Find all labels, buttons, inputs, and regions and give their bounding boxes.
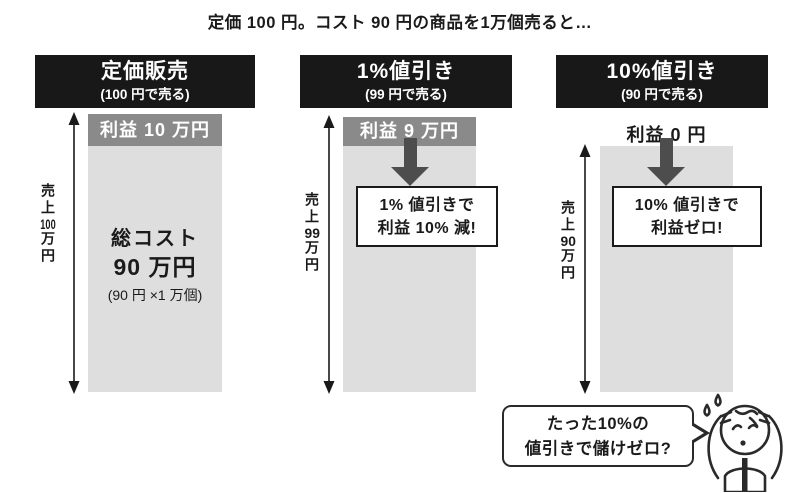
column1-header-subtitle: (100 円で売る) — [100, 87, 190, 102]
column1-sales-bar: 利益 10 万円 総コスト 90 万円 (90 円 ×1 万個) — [88, 114, 222, 392]
column2-callout-line2: 利益 10% 減! — [377, 220, 477, 237]
column3-header-title: 10%値引き — [606, 60, 718, 83]
column3-callout-line2: 利益ゼロ! — [651, 220, 723, 237]
column3-profit-label: 利益 0 円 — [626, 125, 707, 145]
column3-callout: 10% 値引きで 利益ゼロ! — [612, 186, 762, 247]
worried-person-icon — [703, 393, 783, 492]
column2-callout-line1: 1% 値引きで — [379, 197, 475, 214]
column2-profit-band: 利益 9 万円 — [343, 117, 476, 146]
column1-sales-axis-label: 売上100万円 — [40, 183, 56, 265]
column1-header: 定価販売 (100 円で売る) — [35, 55, 255, 108]
column1-header-title: 定価販売 — [101, 60, 189, 83]
column2-callout: 1% 値引きで 利益 10% 減! — [356, 186, 498, 247]
speech-bubble: たった10%の 値引きで儲けゼロ? — [502, 405, 710, 467]
speech-bubble-line1: たった10%の — [546, 415, 650, 433]
column1-cost-block: 総コスト 90 万円 (90 円 ×1 万個) — [88, 226, 222, 306]
column1-profit-band: 利益 10 万円 — [88, 114, 222, 146]
column2-sales-measure-arrow — [323, 115, 335, 394]
column2-header-subtitle: (99 円で売る) — [365, 87, 447, 102]
column1-cost-line1: 総コスト — [111, 228, 199, 250]
speech-bubble-line2: 値引きで儲けゼロ? — [524, 440, 672, 458]
column2-header-title: 1%値引き — [356, 60, 456, 83]
column3-header-subtitle: (90 円で売る) — [621, 87, 703, 102]
column1-sales-measure-arrow — [68, 112, 80, 394]
column3-callout-line1: 10% 値引きで — [634, 197, 740, 214]
column2-sales-axis-label: 売上99万円 — [304, 192, 320, 274]
column2-header: 1%値引き (99 円で売る) — [300, 55, 512, 108]
column3-sales-measure-arrow — [579, 144, 591, 394]
column1-cost-line3: (90 円 ×1 万個) — [107, 287, 203, 303]
column3-sales-axis-label: 売上90万円 — [560, 200, 576, 282]
column1-cost-line2: 90 万円 — [113, 254, 197, 280]
diagram-title: 定価 100 円。コスト 90 円の商品を1万個売ると… — [207, 14, 593, 32]
column3-header: 10%値引き (90 円で売る) — [556, 55, 768, 108]
column3-profit-drop-arrow — [647, 138, 685, 186]
column2-profit-drop-arrow — [391, 138, 429, 186]
